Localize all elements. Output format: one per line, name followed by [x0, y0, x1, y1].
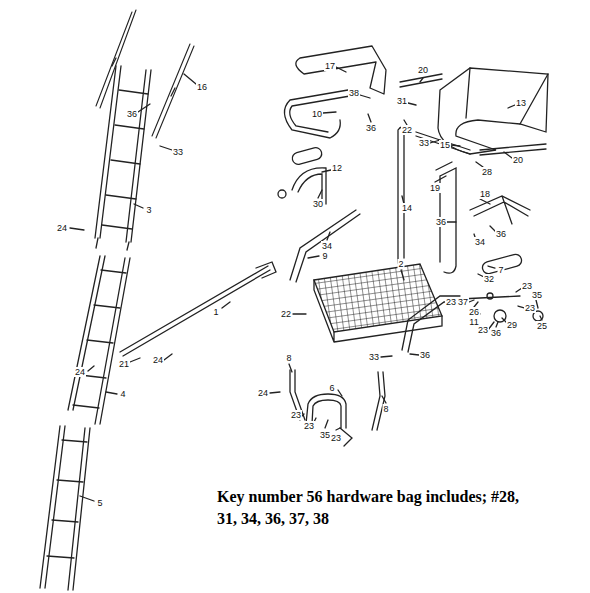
- hardware-note: Key number 56 hardware bag includes; #28…: [217, 486, 529, 530]
- callout-number: 20: [512, 155, 524, 165]
- callout-number: 7: [497, 265, 504, 275]
- callout-number: 23: [303, 421, 315, 431]
- callout-number: 36: [126, 109, 138, 119]
- callout-number: 14: [401, 203, 413, 213]
- callout-number: 8: [382, 404, 389, 414]
- callout-number: 22: [280, 309, 292, 319]
- callout-number: 28: [481, 167, 493, 177]
- callout-number: 36: [435, 217, 447, 227]
- callout-number: 23: [290, 410, 302, 420]
- callout-number: 24: [152, 355, 164, 365]
- callout-number: 23: [477, 325, 489, 335]
- callout-number: 15: [439, 140, 451, 150]
- callout-number: 4: [119, 389, 126, 399]
- callout-number: 26: [468, 307, 480, 317]
- callout-number: 24: [56, 223, 68, 233]
- callout-number: 5: [96, 498, 103, 508]
- callout-number: 36: [495, 229, 507, 239]
- callout-number: 23: [524, 303, 536, 313]
- callout-number: 22: [401, 125, 413, 135]
- callout-number: 10: [311, 109, 323, 119]
- callout-number: 19: [429, 183, 441, 193]
- callout-number: 33: [418, 138, 430, 148]
- callout-number: 37: [457, 297, 469, 307]
- callout-number: 24: [74, 367, 86, 377]
- callout-number: 1: [212, 307, 219, 317]
- callout-number: 34: [321, 241, 333, 251]
- callout-number: 32: [483, 274, 495, 284]
- callout-number: 2: [397, 259, 404, 269]
- callout-number: 24: [257, 388, 269, 398]
- callout-number: 31: [396, 96, 408, 106]
- callout-number: 3: [145, 205, 152, 215]
- callout-number: 33: [172, 147, 184, 157]
- callout-number: 36: [419, 350, 431, 360]
- callout-number: 23: [445, 297, 457, 307]
- callout-number: 21: [118, 359, 130, 369]
- callout-number: 8: [285, 353, 292, 363]
- callout-number: 23: [330, 433, 342, 443]
- callout-number: 36: [365, 123, 377, 133]
- callout-number: 18: [479, 189, 491, 199]
- callout-number: 35: [531, 290, 543, 300]
- callout-number: 38: [348, 88, 360, 98]
- callout-number: 12: [331, 163, 343, 173]
- callout-number: 34: [474, 237, 486, 247]
- callout-number: 9: [321, 251, 328, 261]
- callout-number: 16: [196, 82, 208, 92]
- callout-number: 36: [490, 328, 502, 338]
- callout-number: 30: [312, 199, 324, 209]
- callout-number: 13: [515, 98, 527, 108]
- callout-number: 29: [506, 320, 518, 330]
- callout-number: 25: [536, 321, 548, 331]
- callout-number: 20: [417, 65, 429, 75]
- callout-number: 17: [324, 61, 336, 71]
- callout-number: 6: [328, 383, 335, 393]
- callout-number: 33: [368, 352, 380, 362]
